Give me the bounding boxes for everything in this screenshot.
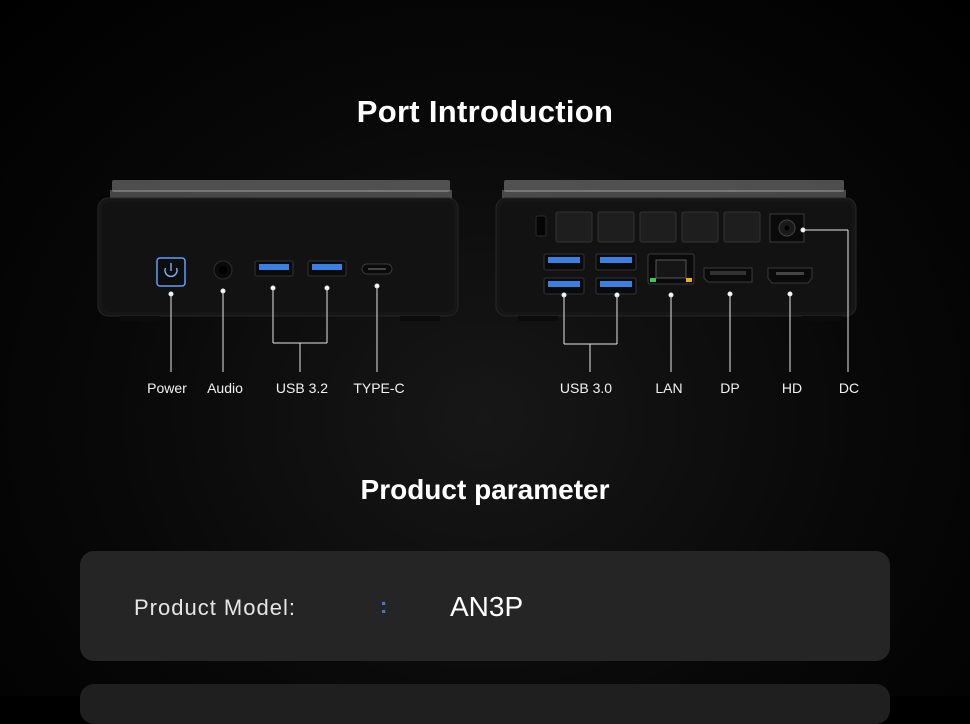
param-label: Product Model: — [134, 595, 296, 620]
front-callout-lines — [168, 283, 380, 372]
label-usb32: USB 3.2 — [275, 380, 329, 396]
rear-callout-lines — [561, 227, 849, 372]
usb32-port-icon — [254, 260, 294, 277]
port-introduction-title: Port Introduction — [356, 94, 614, 129]
displayport-icon — [703, 267, 753, 283]
hdmi-port-icon — [767, 267, 813, 284]
parameter-row-card-next — [80, 684, 890, 724]
label-dp: DP — [720, 380, 740, 396]
lan-port-icon — [647, 253, 695, 285]
rear-panel-device — [495, 180, 857, 321]
power-button-icon — [156, 257, 186, 287]
param-separator: : — [380, 593, 388, 618]
usb32-port-icon — [307, 260, 347, 277]
type-c-port-icon — [361, 263, 393, 275]
label-power: Power — [147, 380, 187, 396]
vent-grille-icon — [555, 211, 761, 243]
product-parameter-title: Product parameter — [360, 474, 610, 505]
audio-jack-icon — [213, 260, 233, 280]
param-value: AN3P — [450, 591, 524, 622]
label-usb30: USB 3.0 — [559, 380, 613, 396]
label-hd: HD — [781, 380, 803, 396]
label-audio: Audio — [207, 380, 243, 396]
label-typec: TYPE-C — [353, 380, 405, 396]
label-lan: LAN — [655, 380, 683, 396]
front-panel-device — [97, 180, 459, 321]
parameter-row-card: Product Model: : AN3P — [80, 551, 890, 661]
label-dc: DC — [838, 380, 860, 396]
dc-jack-icon — [769, 213, 805, 243]
